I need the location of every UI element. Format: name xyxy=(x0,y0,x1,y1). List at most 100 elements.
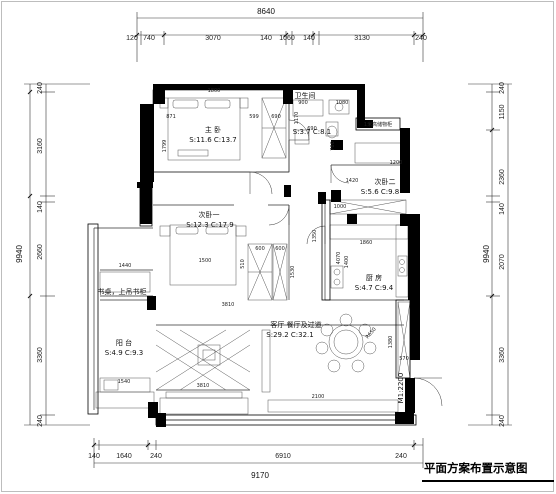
desk xyxy=(99,271,151,293)
svg-text:1799: 1799 xyxy=(162,140,168,153)
dim-top-seg: 1060 xyxy=(279,35,295,42)
long-cabinet xyxy=(267,399,399,413)
svg-text:1540: 1540 xyxy=(118,379,131,385)
dim-right-seg: 240 xyxy=(499,82,506,94)
dim-left-seg: 2660 xyxy=(37,244,44,260)
dim-top-total: 8640 xyxy=(257,7,275,16)
svg-text:1170: 1170 xyxy=(294,112,300,125)
dimension-lines xyxy=(24,12,512,468)
svg-text:1200: 1200 xyxy=(390,160,403,166)
svg-text:3810: 3810 xyxy=(222,302,235,308)
room-kitchen-name: 厨 房 xyxy=(366,273,382,282)
dim-left-seg: 3160 xyxy=(37,138,44,154)
inner-dimensions: 1800 871 599 690 900 1080 1170 690 780 1… xyxy=(118,88,409,400)
dim-right-seg: 1150 xyxy=(499,104,506,119)
svg-text:780: 780 xyxy=(330,141,336,151)
dim-right-seg: 140 xyxy=(499,203,506,215)
room-kitchen-area: S:4.7 C:9.4 xyxy=(355,284,394,292)
dim-left-seg: 240 xyxy=(37,82,44,94)
dim-right-seg: 3360 xyxy=(499,347,506,363)
entry-door-label: M1:2200 xyxy=(397,373,405,404)
dim-bottom-seg: 6910 xyxy=(275,453,291,460)
svg-text:570: 570 xyxy=(399,356,409,362)
room-bedroom1-name: 次卧一 xyxy=(199,210,220,219)
svg-text:900: 900 xyxy=(298,100,308,106)
wall-outlines xyxy=(87,117,417,426)
room-master-bedroom-area: S:11.6 C:13.7 xyxy=(189,136,236,144)
dim-bottom-seg: 240 xyxy=(150,453,162,460)
room-balcony-area: S:4.9 C:9.3 xyxy=(105,349,144,357)
toilet xyxy=(325,121,339,137)
dim-bottom-seg: 240 xyxy=(395,453,407,460)
dim-bottom-total: 9170 xyxy=(251,471,269,480)
room-bathroom-area: S:3.7 C:8.1 xyxy=(293,128,332,136)
svg-text:3810: 3810 xyxy=(197,383,210,389)
svg-text:1800: 1800 xyxy=(208,88,221,94)
pillow xyxy=(204,99,231,109)
dim-right-total: 9940 xyxy=(482,245,491,263)
pillow xyxy=(172,99,199,109)
svg-text:871: 871 xyxy=(166,114,176,120)
room-labels: 主 卧 S:11.6 C:13.7 卫生间 S:3.7 C:8.1 次卧二 S:… xyxy=(98,91,406,403)
dim-top-seg: 140 xyxy=(260,35,272,42)
svg-text:510: 510 xyxy=(240,259,246,269)
svg-text:599: 599 xyxy=(249,114,259,120)
svg-text:1350: 1350 xyxy=(312,230,318,243)
nightstand xyxy=(239,97,249,109)
dimension-ticks xyxy=(27,32,495,448)
dim-right-seg: 240 xyxy=(499,415,506,427)
dim-left-seg: 240 xyxy=(37,415,44,427)
svg-text:1380: 1380 xyxy=(388,336,394,349)
room-bedroom2-name: 次卧二 xyxy=(375,177,396,186)
room-balcony-name: 阳 台 xyxy=(116,338,132,347)
wardrobe-1b xyxy=(272,243,288,301)
walls xyxy=(137,84,420,427)
room-living-name: 客厅 餐厅及过道 xyxy=(270,320,321,329)
door-swings xyxy=(249,119,443,407)
tv-cabinet xyxy=(261,329,271,393)
svg-text:R650: R650 xyxy=(365,326,378,340)
svg-text:600: 600 xyxy=(255,246,265,252)
bed-1 xyxy=(169,224,237,286)
tea-table xyxy=(197,344,221,366)
master-bed xyxy=(167,97,241,161)
bathtub xyxy=(292,99,324,117)
svg-text:1500: 1500 xyxy=(199,258,212,264)
dim-left-total: 9940 xyxy=(15,245,24,263)
dim-top-seg: 3130 xyxy=(354,35,370,42)
title-underline xyxy=(422,480,554,482)
svg-text:1860: 1860 xyxy=(360,240,373,246)
svg-text:1420: 1420 xyxy=(346,178,359,184)
svg-text:1080: 1080 xyxy=(336,100,349,106)
dining-table xyxy=(328,324,364,360)
dim-left-seg: 140 xyxy=(37,201,44,213)
plan-title: 平面方案布置示意图 xyxy=(424,461,528,475)
dim-top-seg: 120 xyxy=(126,35,138,42)
svg-text:690: 690 xyxy=(271,114,281,120)
dim-top-seg: 3070 xyxy=(205,35,221,42)
furniture xyxy=(95,97,411,415)
svg-text:690: 690 xyxy=(307,126,317,132)
svg-text:1530: 1530 xyxy=(290,266,296,279)
dim-right-seg: 2360 xyxy=(499,169,506,185)
dim-top-seg: 240 xyxy=(415,35,427,42)
room-bedroom2-area: S:5.6 C:9.8 xyxy=(361,188,400,196)
sofa xyxy=(159,397,249,415)
svg-text:2100: 2100 xyxy=(312,394,325,400)
svg-text:1400: 1400 xyxy=(344,256,350,269)
dim-bottom-seg: 1640 xyxy=(116,453,132,460)
washbasin xyxy=(328,99,350,115)
svg-text:4070: 4070 xyxy=(336,252,342,265)
room-master-bedroom-name: 主 卧 xyxy=(205,125,221,134)
room-living-area: S:29.2 C:32.1 xyxy=(266,331,313,339)
room-bathroom-name: 卫生间 xyxy=(295,91,316,100)
storage-cabinet-note: 1米高储物柜 xyxy=(364,121,392,128)
room-bedroom1-area: S:12.3 C:17.9 xyxy=(186,221,233,229)
dim-top-seg: 140 xyxy=(303,35,315,42)
dim-left-seg: 3360 xyxy=(37,347,44,363)
bookshelf-note: 书桌，上吊书柜 xyxy=(98,287,147,296)
svg-text:600: 600 xyxy=(275,246,285,252)
svg-text:1000: 1000 xyxy=(334,204,347,210)
svg-text:1440: 1440 xyxy=(119,263,132,269)
